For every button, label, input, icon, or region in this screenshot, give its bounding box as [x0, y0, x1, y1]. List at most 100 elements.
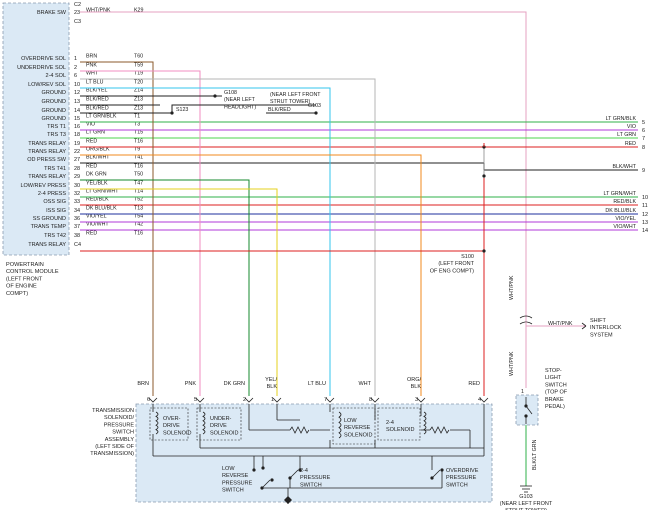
- switch-label: REVERSE: [222, 473, 249, 479]
- connector-pin-icon: [195, 397, 205, 403]
- pcm-pin-number: 6: [74, 73, 77, 79]
- wire-color-label: WHT/PNK: [509, 351, 515, 376]
- wire-color-label: BRN: [137, 381, 149, 387]
- pcm-label: COMPT): [6, 291, 28, 297]
- overdrive-solenoid-box: [149, 407, 189, 441]
- pin-number: 6: [147, 397, 150, 403]
- circuit-label: T15: [134, 130, 143, 136]
- splice-dot: [261, 466, 265, 470]
- wire-color-label: RED: [625, 141, 636, 147]
- switch-label: SWITCH: [222, 488, 244, 494]
- wire-color-label: VIO/WHT: [613, 224, 636, 230]
- brake-switch-wire: [80, 11, 527, 322]
- transmission-label: PRESSURE: [104, 422, 135, 428]
- stoplight-switch-box: [515, 394, 539, 426]
- pcm-pin-label: GROUND: [42, 99, 66, 105]
- pcm-pin-label: TRANS TEMP: [31, 224, 67, 230]
- connector-pin: 13: [642, 220, 648, 226]
- connector-pin: 11: [642, 203, 648, 209]
- switch-label: PRESSURE: [222, 480, 253, 486]
- arrow-icon: [581, 322, 587, 330]
- switch-label: PRESSURE: [446, 475, 477, 481]
- pressure-switch-icon: [431, 469, 441, 479]
- connector-pin: 9: [642, 168, 645, 174]
- pcm-label: POWERTRAIN: [6, 262, 44, 268]
- stoplight-label: (TOP OF: [545, 390, 568, 396]
- interlock-label: SHIFT: [590, 318, 607, 324]
- stoplight-label: STOP-: [545, 368, 562, 374]
- wire-to-transmission: [80, 179, 250, 396]
- pcm-pin-number: C2: [74, 2, 81, 8]
- circuit-label: T3: [134, 122, 140, 128]
- ground-label: (NEAR LEFT FRONT: [500, 501, 553, 507]
- pin-number: 2: [243, 397, 246, 403]
- wire-color-label: DK BLU/BLK: [605, 208, 636, 214]
- pcm-pin-number: 34: [74, 208, 80, 214]
- splice-dot: [170, 111, 174, 115]
- stoplight-label: SWITCH: [545, 382, 567, 388]
- pcm-pin-label: TRS T1: [47, 124, 66, 130]
- wire-color-label: WHT: [86, 71, 99, 77]
- pcm-pin-number: 28: [74, 166, 80, 172]
- pcm-pin-label: TRS T42: [44, 233, 66, 239]
- ground-label: STRUT TOWER): [270, 99, 311, 105]
- transmission-label: SWITCH: [112, 430, 134, 436]
- pcm-pin-number: 15: [74, 116, 80, 122]
- pcm-pin-label: GROUND: [42, 108, 66, 114]
- circuit-label: T42: [134, 222, 143, 228]
- pcm-pin-label: LOW/REV PRESS: [20, 183, 66, 189]
- solenoid-label: DRIVE: [163, 423, 180, 429]
- pcm-pin-number: 33: [74, 199, 80, 205]
- wire-to-transmission: [80, 250, 485, 396]
- pcm-pin-label: TRANS RELAY: [28, 242, 66, 248]
- wire-color-label: LT GRN/BLK: [86, 114, 117, 120]
- circuit-label: T50: [134, 172, 143, 178]
- pin-number: 5: [194, 397, 197, 403]
- circuit-label: T60: [134, 54, 143, 60]
- wire-color-label: ORG/: [407, 377, 422, 383]
- pcm-pin-number: 22: [74, 149, 80, 155]
- circuit-label: T41: [134, 155, 143, 161]
- switch-terminal: [524, 414, 528, 418]
- pcm-label: (LEFT FRONT: [6, 276, 43, 282]
- wire-color-label: ORG/BLK: [86, 147, 110, 153]
- connector-pin: 8: [642, 145, 645, 151]
- wire-color-label: BLK: [267, 384, 278, 390]
- resistor-icon: [429, 426, 450, 434]
- pcm-pin-number: 32: [74, 191, 80, 197]
- connector-pin: 7: [642, 136, 645, 142]
- switch-label: LOW: [222, 466, 235, 472]
- switch-label: 2-4: [300, 468, 308, 474]
- splice-label: (LEFT FRONT: [438, 261, 474, 267]
- splice-label: S100: [461, 254, 474, 260]
- solenoid-label: REVERSE: [344, 425, 371, 431]
- pcm-pin-label: 2-4 SOL: [46, 73, 66, 79]
- ground-label: G108: [224, 90, 237, 96]
- wire-color-label: LT BLU: [86, 80, 104, 86]
- solenoid-label: SOLENOID: [386, 427, 414, 433]
- ground-label: G103: [519, 494, 532, 500]
- pcm-pin-number: 13: [74, 99, 80, 105]
- wire-color-label: WHT/PNK: [86, 8, 111, 14]
- switch-label: SWITCH: [446, 482, 468, 488]
- wire-color-label: BLK/RED: [86, 97, 109, 103]
- circuit-label: T59: [134, 63, 143, 69]
- pcm-pin-number: 36: [74, 216, 80, 222]
- pcm-pin-label: TRANS RELAY: [28, 141, 66, 147]
- wire-color-label: BLK/RED: [86, 106, 109, 112]
- pcm-pin-number: C4: [74, 242, 81, 248]
- wire-color-label: LT GRN/WHT: [86, 189, 119, 195]
- connector-pin-icon: [416, 397, 426, 403]
- pcm-pin-number: 37: [74, 224, 80, 230]
- connector-pin-icon: [148, 397, 158, 403]
- pcm-pin-number: 16: [74, 124, 80, 130]
- pressure-switch-icon: [261, 479, 271, 489]
- wire-color-label: BLK/YEL: [86, 88, 108, 94]
- connector-pin: 6: [642, 128, 645, 134]
- interlock-label: SYSTEM: [590, 332, 613, 338]
- wire-color-label: BRN: [86, 54, 97, 60]
- wire-color-label: RED/BLK: [613, 199, 636, 205]
- circuit-label: T54: [134, 214, 143, 220]
